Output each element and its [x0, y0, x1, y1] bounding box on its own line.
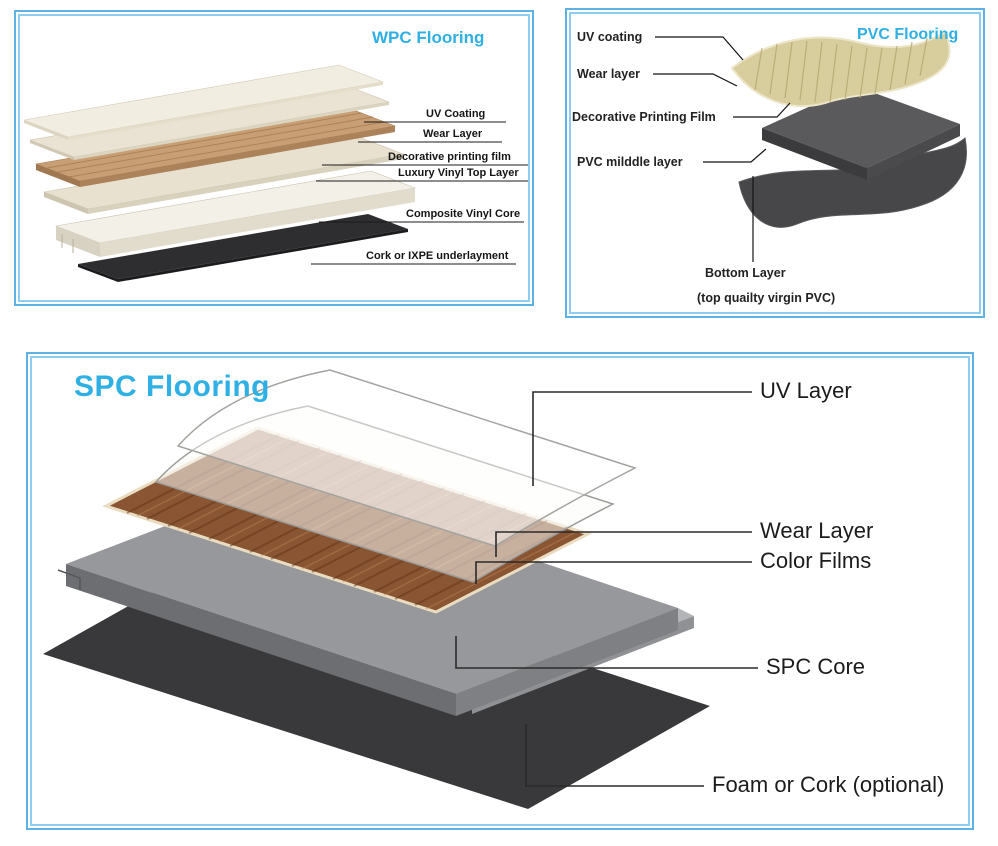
pvc-title: PVC Flooring — [857, 26, 959, 43]
pvc-decor-sheet — [730, 30, 951, 108]
wpc-uv-sheet-plank — [22, 64, 385, 140]
spc-label-spc-core: SPC Core — [766, 654, 866, 679]
spc-label-color-films: Color Films — [760, 548, 872, 573]
pvc-illustration — [653, 30, 967, 262]
wpc-leader-lines — [311, 121, 528, 265]
wpc-wood-decor-plank — [34, 108, 397, 187]
wpc-label-uv-coating: UV Coating — [426, 108, 486, 120]
wpc-underlayment-plank — [78, 214, 408, 282]
spc-wear-sheet — [154, 405, 615, 583]
spc-core-slab — [57, 478, 694, 716]
spc-label-uv-layer: UV Layer — [760, 378, 852, 403]
pvc-decor-grain — [754, 37, 928, 103]
pvc-label-uv-coating: UV coating — [577, 30, 643, 44]
wpc-core-plank — [54, 170, 417, 257]
pvc-leader-lines — [653, 36, 791, 262]
pvc-panel: PVC Flooring UV coating Wear layer Decor… — [565, 8, 985, 318]
spc-label-foam-cork: Foam or Cork (optional) — [712, 772, 945, 797]
spc-label-wear-layer: Wear Layer — [760, 518, 874, 543]
spc-illustration — [43, 369, 758, 809]
wpc-label-cork-underlayment: Cork or IXPE underlayment — [366, 250, 509, 262]
wpc-label-composite-core: Composite Vinyl Core — [406, 208, 521, 220]
wpc-label-luxury-top-layer: Luxury Vinyl Top Layer — [398, 167, 519, 179]
spc-leader-lines — [455, 391, 758, 787]
wpc-panel: WPC Flooring UV Coating Wear Layer Decor… — [14, 10, 534, 306]
pvc-label-bottom-sublabel: (top quailty virgin PVC) — [697, 291, 836, 305]
spc-title: SPC Flooring — [74, 370, 270, 403]
pvc-label-middle-layer: PVC milddle layer — [577, 155, 683, 169]
pvc-label-printing-film: Decorative Printing Film — [572, 110, 716, 124]
spc-panel: SPC Flooring UV Layer Wear Layer Color F… — [26, 352, 974, 830]
spc-uv-sheet — [176, 369, 637, 547]
wpc-label-wear-layer: Wear Layer — [423, 128, 483, 140]
pvc-label-bottom-layer: Bottom Layer — [705, 266, 786, 280]
wpc-label-decorative-film: Decorative printing film — [388, 151, 511, 163]
wpc-illustration — [22, 64, 528, 282]
pvc-label-wear-layer: Wear layer — [577, 67, 641, 81]
wpc-title: WPC Flooring — [372, 28, 485, 47]
wpc-wear-layer-plank — [28, 84, 391, 160]
